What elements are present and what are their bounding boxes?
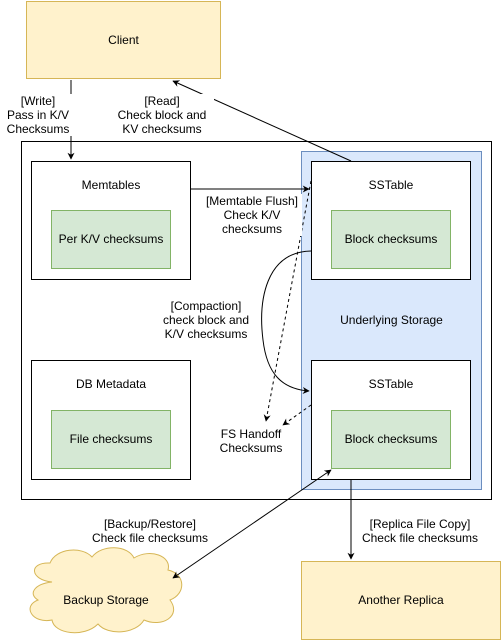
fs-handoff-arrow-bottom: [282, 404, 312, 426]
compaction-label: [Compaction] check block and K/V checksu…: [160, 299, 252, 341]
fs-handoff-arrow-top: [263, 180, 312, 422]
read-label: [Read] Check block and KV checksums: [110, 94, 214, 136]
memtables-title: Memtables: [81, 178, 141, 192]
backup-restore-label: [Backup/Restore] Check file checksums: [86, 517, 214, 545]
write-label: [Write] Pass in K/V Checksums: [0, 94, 76, 136]
memtable-flush-label: [Memtable Flush] Check K/V checksums: [202, 194, 302, 236]
block-checksums-top-label: Block checksums: [344, 232, 438, 246]
compaction-arrow: [261, 250, 312, 395]
replica-file-copy-label: [Replica File Copy] Check file checksums: [356, 517, 484, 545]
per-kv-checksums-label: Per K/V checksums: [58, 232, 164, 246]
db-metadata-title: DB Metadata: [75, 377, 147, 391]
client-node: Client: [26, 1, 221, 79]
block-checksums-bottom-label: Block checksums: [344, 432, 438, 446]
another-replica-node: Another Replica: [301, 561, 501, 640]
fs-handoff-label: FS Handoff Checksums: [212, 427, 290, 455]
another-replica-label: Another Replica: [358, 593, 444, 607]
client-label: Client: [108, 32, 139, 47]
file-checksums-label: File checksums: [69, 432, 153, 446]
underlying-storage-label: Underlying Storage: [340, 313, 443, 327]
block-checksums-top-node: Block checksums: [331, 210, 451, 269]
file-checksums-node: File checksums: [51, 410, 171, 469]
backup-restore-arrow: [172, 469, 332, 579]
block-checksums-bottom-node: Block checksums: [331, 410, 451, 469]
sstable-bottom-title: SSTable: [368, 377, 414, 391]
per-kv-checksums-node: Per K/V checksums: [51, 210, 171, 269]
backup-storage-label: Backup Storage: [63, 592, 149, 607]
backup-storage-cloud: [29, 547, 183, 634]
backup-storage-node: Backup Storage: [40, 585, 172, 615]
sstable-top-title: SSTable: [368, 178, 414, 192]
